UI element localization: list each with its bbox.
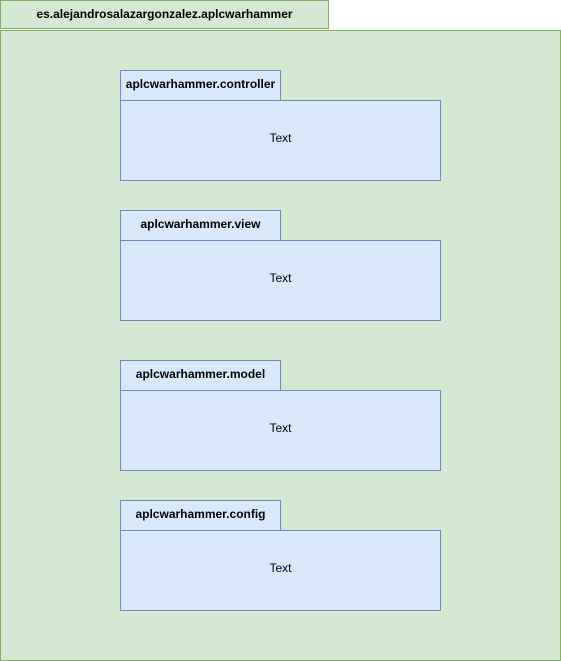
package-model-body[interactable]: Text <box>120 390 441 471</box>
package-config-body[interactable]: Text <box>120 530 441 611</box>
package-view-body[interactable]: Text <box>120 240 441 321</box>
package-controller-body[interactable]: Text <box>120 100 441 181</box>
package-controller[interactable]: Text aplcwarhammer.controller <box>120 70 441 181</box>
package-controller-tab[interactable]: aplcwarhammer.controller <box>120 70 281 101</box>
outer-package-tab[interactable]: es.alejandrosalazargonzalez.aplcwarhamme… <box>0 0 329 29</box>
package-config[interactable]: Text aplcwarhammer.config <box>120 500 441 611</box>
package-model-tab[interactable]: aplcwarhammer.model <box>120 360 281 391</box>
package-config-tab[interactable]: aplcwarhammer.config <box>120 500 281 531</box>
package-view[interactable]: Text aplcwarhammer.view <box>120 210 441 321</box>
package-view-tab[interactable]: aplcwarhammer.view <box>120 210 281 241</box>
package-model[interactable]: Text aplcwarhammer.model <box>120 360 441 471</box>
